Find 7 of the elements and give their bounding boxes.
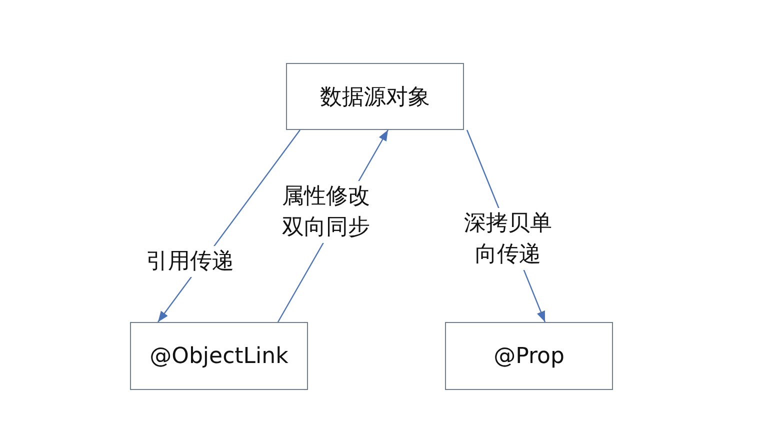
node-text: @ObjectLink (150, 344, 288, 368)
process-box (286, 63, 464, 130)
process-box (445, 322, 613, 390)
node-text: 数据源对象 (320, 84, 430, 112)
edge-label: 属性修改双向同步 (280, 181, 372, 243)
process-box (130, 322, 308, 390)
node-text: @Prop (494, 344, 564, 368)
